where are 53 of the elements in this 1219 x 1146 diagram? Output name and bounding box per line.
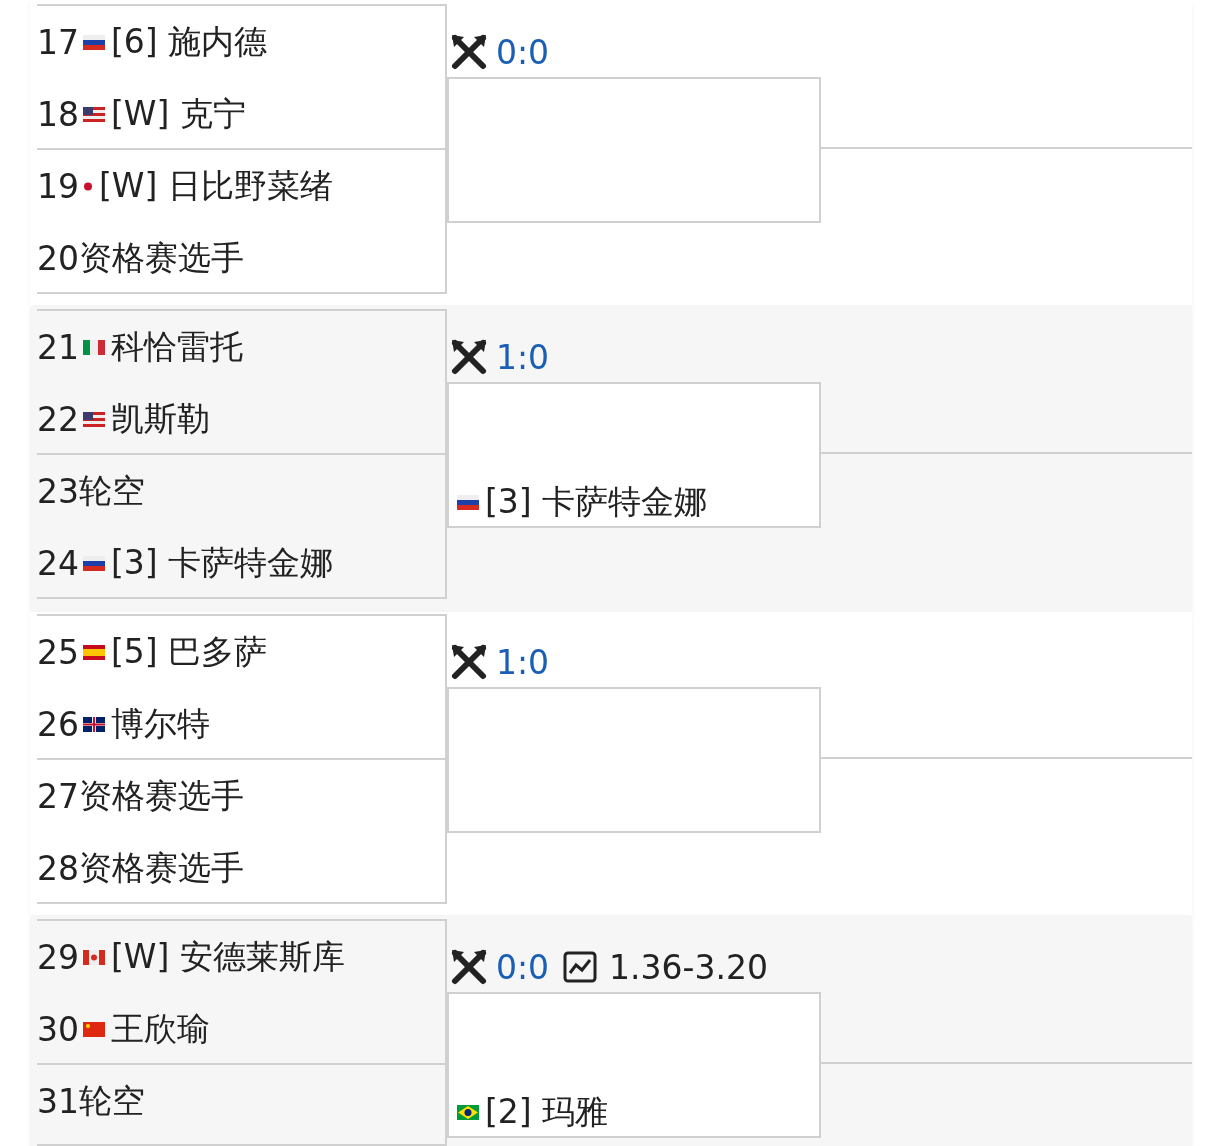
player-name: [3] 卡萨特金娜 (485, 480, 708, 523)
player-name: 轮空 (79, 469, 145, 512)
match-score: 1:0 (496, 337, 550, 377)
player-name: [W] 克宁 (111, 92, 246, 135)
player-name: 资格赛选手 (79, 774, 244, 817)
seed-number: 24 (37, 543, 79, 583)
seed-number: 26 (37, 704, 79, 744)
match-box (37, 919, 447, 1065)
bracket-line (820, 147, 1193, 149)
seed-number: 31 (37, 1081, 79, 1121)
match-box (37, 758, 447, 904)
seed-number: 19 (37, 166, 79, 206)
bracket-line (820, 452, 1193, 454)
player-name: [W] 日比野菜绪 (99, 164, 333, 207)
seed-number: 20 (37, 238, 79, 278)
match-score: 0:0 (496, 32, 550, 72)
bracket-line (820, 757, 1193, 759)
seed-number: 22 (37, 399, 79, 439)
match-box (37, 4, 447, 150)
match-box (447, 77, 821, 223)
player-name: 资格赛选手 (79, 236, 244, 279)
match-box (447, 382, 821, 528)
seed-number: 28 (37, 848, 79, 888)
seed-number: 30 (37, 1009, 79, 1049)
player-name: [3] 卡萨特金娜 (111, 541, 334, 584)
seed-number: 27 (37, 776, 79, 816)
seed-number: 23 (37, 471, 79, 511)
odds-text: 1.36-3.20 (609, 947, 768, 987)
match-box (37, 309, 447, 455)
match-box (37, 453, 447, 599)
match-box (37, 148, 447, 294)
match-score: 1:0 (496, 642, 550, 682)
match-box (37, 1063, 447, 1146)
player-name: 轮空 (79, 1079, 145, 1122)
player-name: [W] 安德莱斯库 (111, 935, 345, 978)
match-box (37, 614, 447, 760)
player-name: 资格赛选手 (79, 846, 244, 889)
player-name: [2] 玛雅 (485, 1090, 609, 1133)
match-score: 0:0 (496, 947, 550, 987)
seed-number: 21 (37, 327, 79, 367)
player-name: [5] 巴多萨 (111, 630, 268, 673)
player-name: 王欣瑜 (111, 1007, 210, 1050)
player-name: [6] 施内德 (111, 20, 268, 63)
seed-number: 25 (37, 632, 79, 672)
seed-number: 17 (37, 22, 79, 62)
seed-number: 18 (37, 94, 79, 134)
player-name: 博尔特 (111, 702, 210, 745)
seed-number: 29 (37, 937, 79, 977)
match-box (447, 687, 821, 833)
bracket-line (820, 1062, 1193, 1064)
player-name: 科恰雷托 (111, 325, 243, 368)
match-box (447, 992, 821, 1138)
player-name: 凯斯勒 (111, 397, 210, 440)
